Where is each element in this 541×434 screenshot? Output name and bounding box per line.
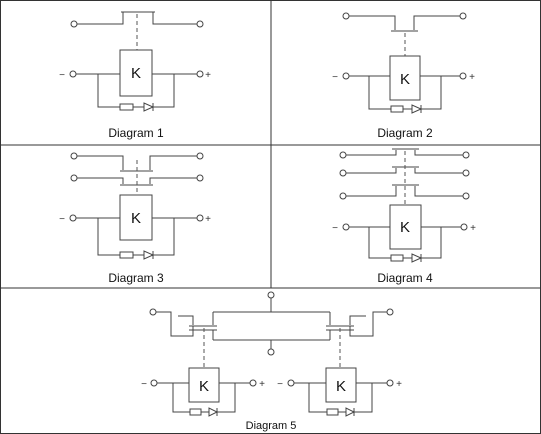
d3-diode — [143, 250, 155, 260]
d1-resistor — [119, 103, 134, 111]
d5-left-suppression-loop — [172, 383, 236, 413]
d5-right-terminal — [386, 308, 394, 316]
d4-caption: Diagram 4 — [377, 271, 433, 285]
d3-resistor — [119, 251, 134, 259]
d4-suppression-loop — [368, 227, 442, 259]
d1-coil-label: K — [131, 65, 141, 82]
d1-diode — [143, 102, 155, 112]
d5-right-minus-terminal — [287, 379, 295, 387]
d5-left-diode — [208, 407, 219, 417]
d2-coil — [389, 55, 421, 101]
d4-plus-terminal — [460, 223, 468, 231]
diagram-3-panel: K − + Diagram 3 — [59, 152, 211, 285]
d2-plus-terminal — [459, 72, 467, 80]
d5-left-terminal — [149, 308, 157, 316]
d1-plus-sign: + — [205, 70, 211, 81]
d5-right-contact-return — [349, 315, 366, 325]
d4-contact-3-wiring — [346, 186, 463, 197]
d1-plus-terminal — [196, 70, 204, 78]
d2-contact-terminal-right — [459, 12, 467, 20]
d1-coil — [119, 49, 153, 97]
d5-left-coil-label: K — [199, 378, 209, 395]
d4-plus-sign: + — [470, 223, 476, 234]
d3-contact-b-terminal-left — [70, 174, 78, 182]
d1-contact-terminal-right — [196, 20, 204, 28]
d5-left-minus-terminal — [150, 379, 158, 387]
d1-caption: Diagram 1 — [108, 126, 164, 140]
d3-coil-label: K — [131, 210, 141, 227]
d5-right-contact-wiring — [349, 311, 387, 337]
d4-contact-1-wiring — [346, 150, 463, 156]
d4-contact-1-terminal-left — [339, 151, 347, 159]
d5-left-minus-sign: − — [141, 379, 147, 390]
d3-contact-b-wiring — [77, 177, 197, 184]
d2-plus-sign: + — [469, 72, 475, 83]
d2-contact-wiring — [349, 15, 460, 30]
d2-diode — [411, 104, 423, 114]
d3-suppression-loop — [97, 218, 175, 256]
d1-suppression-loop — [97, 74, 175, 108]
d5-common-bus — [213, 311, 330, 341]
diagram-4-panel: K − + Diagram 4 — [332, 148, 476, 285]
d2-resistor — [390, 105, 404, 113]
d3-caption: Diagram 3 — [108, 271, 164, 285]
d4-diode — [411, 253, 423, 263]
d3-minus-sign: − — [59, 214, 65, 225]
d2-suppression-loop — [368, 76, 442, 110]
d5-common-top-terminal — [267, 291, 275, 299]
diagram-2-panel: K − + Diagram 2 — [332, 12, 475, 140]
d4-contact-2-wiring — [346, 168, 463, 174]
d1-minus-sign: − — [59, 70, 65, 81]
d2-contact-terminal-left — [342, 12, 350, 20]
d5-right-coil — [325, 367, 357, 403]
diagram-5-panel: K − + K − + Diagram 5 — [141, 291, 402, 432]
d2-minus-sign: − — [332, 72, 338, 83]
d5-left-coil — [188, 367, 220, 403]
d5-caption: Diagram 5 — [246, 420, 297, 432]
d4-contact-3-terminal-right — [462, 192, 470, 200]
d4-contact-2-terminal-left — [339, 169, 347, 177]
diagram-1-panel: K − + Diagram 1 — [59, 11, 211, 140]
d5-left-plus-sign: + — [259, 379, 265, 390]
d4-resistor — [390, 254, 404, 262]
d5-right-diode — [345, 407, 356, 417]
d3-contact-a-wiring — [77, 155, 197, 170]
d5-right-minus-sign: − — [277, 379, 283, 390]
d5-common-bottom-terminal — [267, 348, 275, 356]
d3-plus-sign: + — [205, 214, 211, 225]
d5-left-contact-return — [178, 315, 194, 325]
d3-contact-b-terminal-right — [196, 174, 204, 182]
d5-left-contact-wiring — [156, 311, 194, 337]
d3-plus-terminal — [196, 214, 204, 222]
d5-left-plus-terminal — [249, 379, 257, 387]
d5-right-suppression-loop — [308, 383, 373, 413]
d1-contact-terminal-left — [70, 20, 78, 28]
d4-minus-sign: − — [332, 223, 338, 234]
d5-right-plus-sign: + — [396, 379, 402, 390]
d3-minus-terminal — [69, 214, 77, 222]
d3-contact-a-terminal-left — [70, 152, 78, 160]
d4-coil-label: K — [400, 219, 410, 236]
d4-minus-terminal — [342, 223, 350, 231]
d5-left-resistor — [189, 408, 202, 416]
d1-minus-terminal — [69, 70, 77, 78]
d3-contact-a-terminal-right — [196, 152, 204, 160]
d4-contact-2-terminal-right — [462, 169, 470, 177]
d5-right-coil-label: K — [336, 378, 346, 395]
d5-right-plus-terminal — [386, 379, 394, 387]
d2-minus-terminal — [342, 72, 350, 80]
d4-contact-3-terminal-left — [339, 192, 347, 200]
d5-bus-drops — [212, 312, 331, 340]
d2-coil-label: K — [400, 71, 410, 88]
d4-contact-1-terminal-right — [462, 151, 470, 159]
d2-caption: Diagram 2 — [377, 126, 433, 140]
d5-right-resistor — [326, 408, 339, 416]
